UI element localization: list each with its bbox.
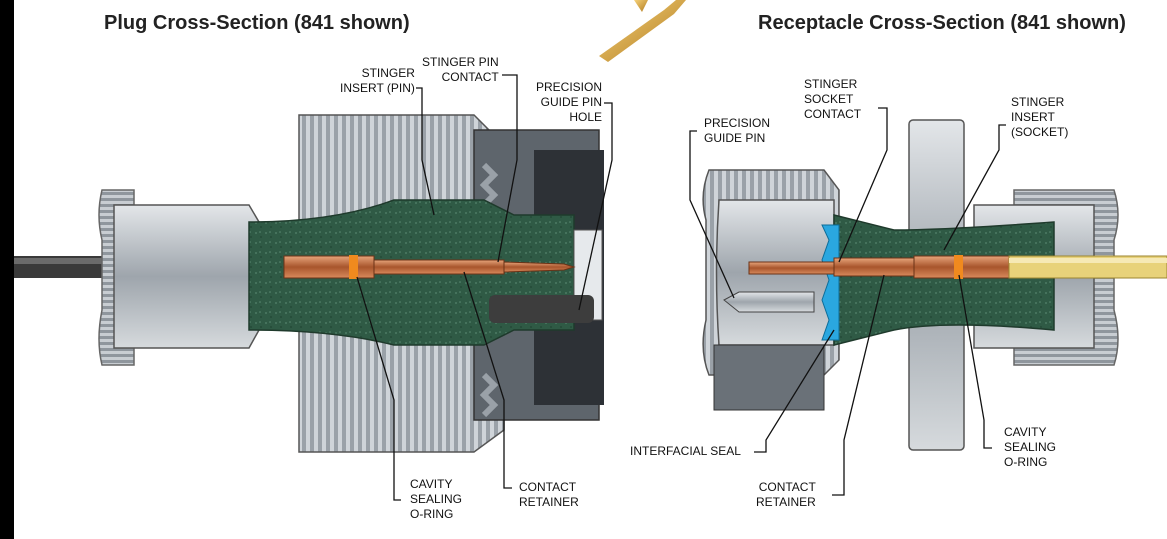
- gold-pin-graphic: [599, 0, 686, 62]
- label-receptacle-cavity-sealing-oring: CAVITY SEALING O-RING: [1004, 425, 1057, 469]
- receptacle-interfacial-seal: [821, 224, 840, 341]
- plug-title: Plug Cross-Section (841 shown): [104, 12, 410, 34]
- receptacle-contact: [748, 255, 1010, 279]
- receptacle-front-shell: [702, 169, 840, 411]
- label-plug-contact-retainer: CONTACT RETAINER: [519, 480, 579, 509]
- plug-rear-nut: [98, 189, 260, 366]
- receptacle-insert-body: [833, 214, 1055, 346]
- cross-section-illustration: [14, 0, 1167, 501]
- label-precision-guide-pin: PRECISION GUIDE PIN: [704, 116, 771, 145]
- plug-cable: [14, 256, 124, 278]
- label-receptacle-contact-retainer: CONTACT RETAINER: [756, 480, 816, 509]
- plug-contact: [283, 255, 576, 279]
- label-plug-cavity-sealing-oring: CAVITY SEALING O-RING: [410, 477, 463, 521]
- label-stinger-insert-socket: STINGER INSERT (SOCKET): [1011, 95, 1069, 139]
- receptacle-cable: [1008, 255, 1167, 279]
- plug-guide-pin-hole: [489, 295, 594, 323]
- label-stinger-insert-pin: STINGER INSERT (PIN): [340, 66, 415, 95]
- receptacle-guide-pin: [723, 291, 815, 313]
- label-stinger-socket-contact: STINGER SOCKET CONTACT: [804, 77, 862, 121]
- label-interfacial-seal: INTERFACIAL SEAL: [630, 444, 741, 458]
- label-stinger-pin-contact: STINGER PIN CONTACT: [422, 55, 499, 84]
- label-precision-guide-pin-hole: PRECISION GUIDE PIN HOLE: [536, 80, 603, 124]
- white-panel: Plug Cross-Section (841 shown) Receptacl…: [14, 0, 1167, 539]
- leader-lines: [356, 74, 1006, 501]
- receptacle-title: Receptacle Cross-Section (841 shown): [758, 12, 1126, 34]
